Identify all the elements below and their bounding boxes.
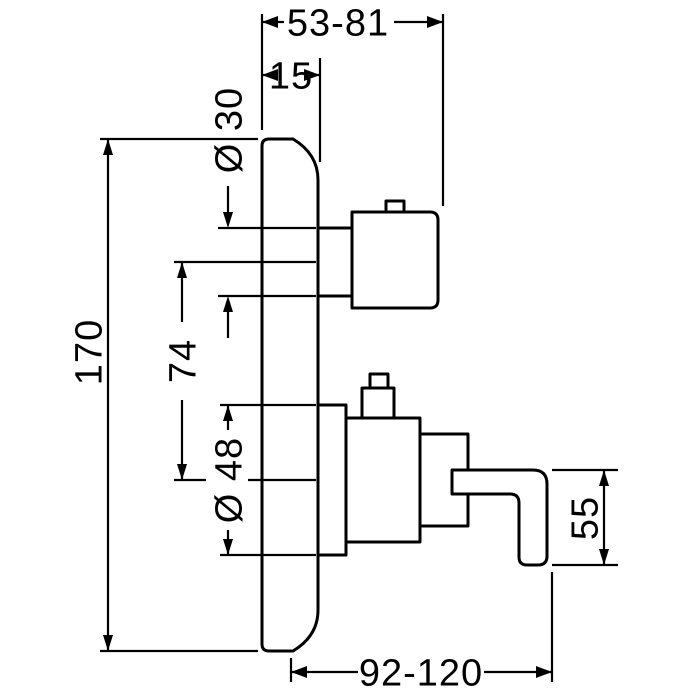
dim-label-valve-diameter: Ø 48 [208,437,250,523]
arrow-right-icon [427,16,443,28]
label-backing [358,652,484,692]
dim-label-total-depth: 92-120 [359,652,483,694]
arrow-up-icon [103,139,113,155]
valve-sleeve [316,403,348,557]
product-outline [260,137,549,653]
label-backing [284,2,394,42]
dim-label-plate-height: 170 [68,319,110,385]
arrow-down-icon [177,464,187,480]
dim-valve-sleeve-diameter: Ø 48 [206,403,316,557]
dim-label-center-distance: 74 [162,339,204,383]
arrow-down-icon [599,549,609,565]
lever-handle [450,468,549,567]
valve-button-stem [360,386,396,420]
arrow-up-icon [177,262,187,278]
arrow-up-icon [223,296,233,312]
knob-top-tab [384,199,406,214]
valve-button-cap [368,372,390,390]
arrow-left-icon [291,666,307,678]
arrow-right-icon [536,666,552,678]
dim-label-knob-diameter: Ø 30 [208,87,250,173]
arrow-down-icon [223,212,233,228]
arrow-up-icon [223,405,233,421]
label-backing [206,430,248,530]
dim-label-top-depth: 53-81 [287,2,389,44]
escutcheon-plate [260,137,320,653]
arrow-left-icon [262,16,278,28]
dim-label-lever-drop: 55 [564,496,606,540]
dim-top-depth: 53-81 [260,2,445,206]
arrow-left-icon [262,69,278,81]
valve-body [344,416,422,544]
dim-plate-thickness: 15 [262,55,322,162]
arrow-down-icon [223,539,233,555]
dim-plate-height: 170 [68,137,258,653]
dim-lever-drop: 55 [552,468,618,567]
arrow-right-icon [304,69,320,81]
dim-center-distance: 74 [162,260,316,482]
dim-knob-sleeve-diameter: Ø 30 [208,87,316,338]
thermostat-knob [350,210,440,310]
arrow-down-icon [103,635,113,651]
label-backing [163,322,201,400]
thermostat-sleeve [316,226,354,298]
dim-total-depth: 92-120 [289,572,554,694]
dim-label-plate-thickness: 15 [269,55,313,97]
arrow-up-icon [599,470,609,486]
